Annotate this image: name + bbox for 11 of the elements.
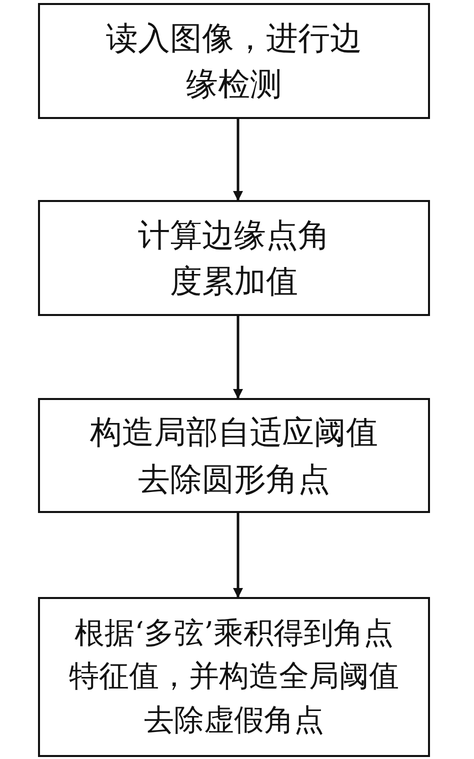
- process-box: [38, 398, 430, 513]
- process-box: [38, 3, 430, 119]
- step-text: 计算边缘点角度累加值: [138, 214, 330, 302]
- arrow: [233, 513, 243, 598]
- process-box: [38, 200, 430, 316]
- arrow: [233, 316, 243, 399]
- step-text: 读入图像，进行边缘检测: [106, 18, 362, 105]
- step-text: 构造局部自适应阈值去除圆形角点: [90, 412, 378, 500]
- arrow: [233, 119, 243, 201]
- process-box: [38, 597, 430, 757]
- step-text: 根据‘多弦’乘积得到角点特征值，并构造全局阈值去除虚假角点: [69, 614, 399, 740]
